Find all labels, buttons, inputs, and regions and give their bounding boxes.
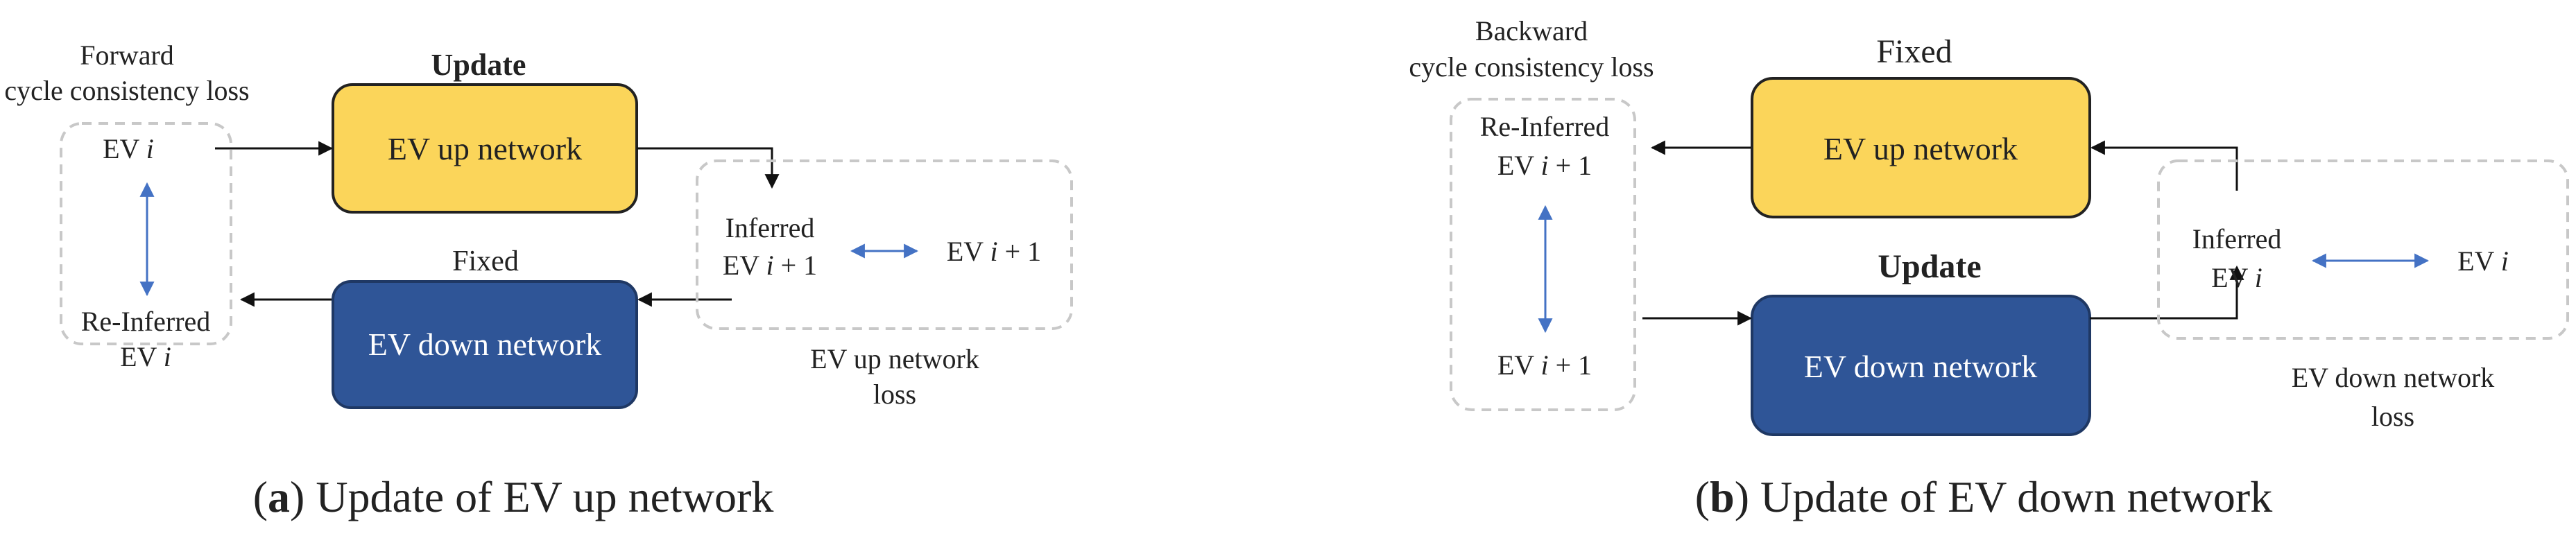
inferred-ev-i-label-b: EV i (2211, 262, 2262, 293)
reinferred-label: Re-Inferred (81, 306, 211, 337)
inferred-ev-i-plus-1-label: EV i + 1 (723, 250, 817, 281)
ev-i-label: EV i (103, 133, 154, 164)
caption-b: (b) Update of EV down network (1695, 472, 2272, 521)
ground-truth-ev-i-label-b: EV i (2457, 245, 2509, 277)
left-dashed-group (60, 122, 232, 345)
fixed-status-label-b: Fixed (1876, 33, 1952, 70)
ev-down-network-box (332, 280, 638, 409)
arrow-down-to-inferred-b (2090, 265, 2244, 320)
arrow-up-to-inferred (637, 147, 780, 189)
update-status-label-b: Update (1878, 248, 1981, 285)
up-network-loss-line2: loss (873, 379, 916, 410)
forward-loss-title-line2: cycle consistency loss (4, 75, 249, 106)
ground-truth-ev-i-plus-1-label: EV i + 1 (947, 236, 1041, 267)
backward-loss-title-line2: cycle consistency loss (1409, 51, 1654, 83)
left-dashed-group-b (1450, 98, 1636, 411)
panel-b: Backward cycle consistency loss Re-Infer… (1409, 15, 2569, 521)
ev-down-network-label: EV down network (368, 327, 601, 362)
arrow-inferred-to-up-b (2090, 140, 2238, 191)
ev-up-network-box-b (1751, 77, 2091, 218)
ev-down-network-box-b (1751, 295, 2091, 436)
right-dashed-group-b (2157, 159, 2569, 340)
ev-up-network-label: EV up network (388, 131, 582, 166)
ev-down-network-label-b: EV down network (1804, 349, 2037, 384)
inferred-label-b: Inferred (2192, 223, 2282, 254)
fixed-status-label: Fixed (452, 245, 519, 277)
input-ev-i-plus-1-label: EV i + 1 (1497, 349, 1592, 381)
reinferred-ev-i-label: EV i (120, 341, 171, 372)
reinferred-ev-i-plus-1-label: EV i + 1 (1497, 150, 1592, 181)
down-network-loss-line2: loss (2371, 401, 2414, 432)
caption-a: (a) Update of EV up network (253, 472, 774, 521)
ev-up-network-label-b: EV up network (1823, 131, 2018, 166)
reinferred-label-b: Re-Inferred (1480, 111, 1610, 142)
backward-loss-title-line1: Backward (1475, 15, 1588, 46)
down-network-loss-line1: EV down network (2292, 362, 2495, 393)
right-dashed-group (696, 159, 1073, 330)
forward-loss-title-line1: Forward (80, 40, 174, 71)
inferred-label: Inferred (725, 212, 815, 243)
update-status-label: Update (431, 48, 526, 82)
up-network-loss-line1: EV up network (810, 343, 979, 374)
panel-a: Forward cycle consistency loss EV i Re-I… (4, 40, 1073, 521)
